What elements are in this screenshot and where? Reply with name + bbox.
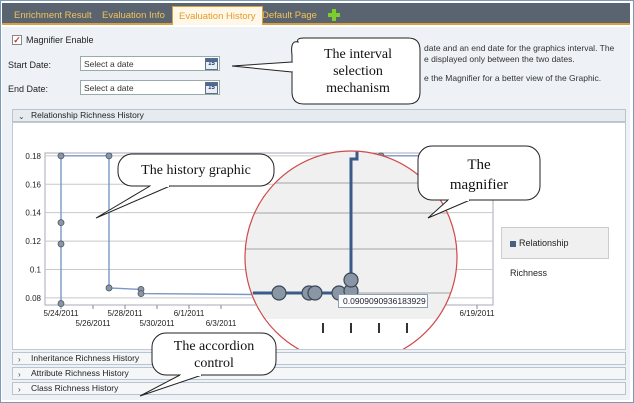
accordion-item-inheritance[interactable]: › Inheritance Richness History xyxy=(12,352,626,365)
accordion-header-relationship-richness[interactable]: ⌄ Relationship Richness History xyxy=(12,109,626,122)
data-point xyxy=(57,300,65,307)
chevron-right-icon: › xyxy=(18,370,21,379)
callout-magnifier: The magnifier xyxy=(418,155,540,195)
accordion-item-label: Attribute Richness History xyxy=(31,368,129,378)
chart-legend: Relationship Richness xyxy=(501,227,609,278)
data-point xyxy=(137,290,145,298)
chevron-down-icon: ⌄ xyxy=(18,112,25,121)
data-point xyxy=(105,284,113,292)
data-point xyxy=(57,152,65,160)
x-tick-label: 6/1/2011 xyxy=(174,309,205,318)
x-tick-label: 5/28/2011 xyxy=(108,309,144,318)
callout-text: control xyxy=(194,356,234,371)
end-date-picker[interactable]: Select a date 15 xyxy=(80,80,220,95)
lens-data-point xyxy=(307,285,323,301)
x-tick-label: 5/26/2011 xyxy=(76,319,112,328)
callout-interval-selection: The interval selection mechanism xyxy=(296,46,420,97)
calendar-icon[interactable]: 15 xyxy=(205,82,218,94)
data-point xyxy=(105,152,113,160)
add-tab-plus-icon[interactable] xyxy=(328,9,340,21)
accordion-item-label: Inheritance Richness History xyxy=(31,353,140,363)
start-date-input[interactable]: Select a date xyxy=(84,59,134,69)
magnifier-enable-label: Magnifier Enable xyxy=(26,35,94,45)
tab-evaluation-history[interactable]: Evaluation History xyxy=(172,6,263,25)
callout-text: The interval xyxy=(323,47,393,62)
data-point xyxy=(57,240,65,248)
end-date-input[interactable]: Select a date xyxy=(84,83,134,93)
lens-data-point xyxy=(343,272,359,288)
callout-accordion-control: The accordion control xyxy=(152,338,276,372)
callout-history-graphic: The history graphic xyxy=(141,163,251,178)
y-tick-label: 0.08 xyxy=(25,294,41,303)
y-tick-label: 0.14 xyxy=(25,209,41,218)
legend-swatch xyxy=(510,240,516,247)
y-tick-label: 0.16 xyxy=(25,180,41,189)
callout-text: The accordion xyxy=(173,339,255,354)
x-tick-label: 6/3/2011 xyxy=(206,319,237,328)
lens-axis-label: 6/13 xyxy=(375,349,418,350)
chevron-right-icon: › xyxy=(18,385,21,394)
tab-evaluation-info[interactable]: Evaluation Info xyxy=(102,10,165,21)
magnifier-checkbox[interactable]: ✓ xyxy=(12,35,22,45)
tab-enrichment-result[interactable]: Enrichment Result xyxy=(14,10,92,21)
x-tick-label: 5/24/2011 xyxy=(44,309,80,318)
magnifier-lens-border xyxy=(244,150,458,349)
data-point xyxy=(57,219,65,227)
calendar-icon[interactable]: 15 xyxy=(205,58,218,70)
callout-text: magnifier xyxy=(449,177,509,193)
chevron-right-icon: › xyxy=(18,355,21,364)
tab-bar: Enrichment Result Evaluation Info Evalua… xyxy=(2,3,630,25)
y-tick-label: 0.12 xyxy=(25,237,41,246)
accordion-item-class[interactable]: › Class Richness History xyxy=(12,382,626,395)
lens-data-point xyxy=(271,285,287,301)
accordion-item-label: Class Richness History xyxy=(31,383,119,393)
help-text-line-3: e the Magnifier for a better view of the… xyxy=(424,73,602,83)
help-text-line-2: e displayed only between the two dates. xyxy=(424,54,575,64)
y-tick-label: 0.1 xyxy=(30,265,42,274)
lens-axis-label: 2011 xyxy=(301,349,348,350)
y-tick-label: 0.18 xyxy=(25,152,41,161)
value-tooltip: 0.0909090936183929 xyxy=(338,294,428,308)
help-text-line-1: date and an end date for the graphics in… xyxy=(424,43,615,53)
start-date-picker[interactable]: Select a date 15 xyxy=(80,56,220,71)
callout-text: selection xyxy=(333,64,383,79)
x-tick-label: 6/19/2011 xyxy=(460,309,496,318)
start-date-label: Start Date: xyxy=(8,60,52,70)
accordion-header-label: Relationship Richness History xyxy=(31,110,144,120)
accordion-item-attribute[interactable]: › Attribute Richness History xyxy=(12,367,626,380)
callout-text: mechanism xyxy=(326,81,390,96)
x-tick-label: 5/30/2011 xyxy=(140,319,176,328)
end-date-label: End Date: xyxy=(8,84,49,94)
tab-default-page[interactable]: Default Page xyxy=(262,10,317,21)
callout-text: The xyxy=(467,157,491,173)
legend-label: Relationship Richness xyxy=(510,238,569,278)
